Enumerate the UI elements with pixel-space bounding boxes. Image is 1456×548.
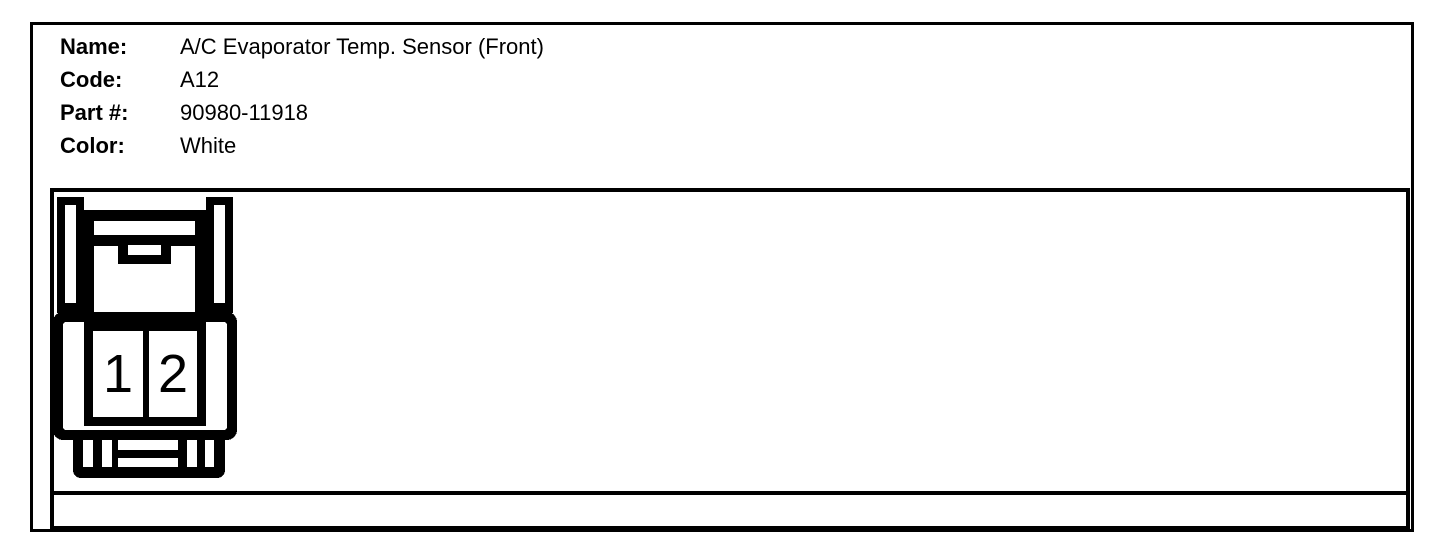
pin-2-cavity — [149, 331, 197, 417]
right-rail-slot — [214, 205, 225, 303]
color-label: Color: — [60, 132, 125, 158]
name-label: Name: — [60, 33, 128, 59]
left-rail-slot — [65, 205, 76, 303]
code-value: A12 — [180, 66, 220, 92]
connector-right-wall — [195, 210, 206, 316]
empty-footer-strip — [50, 495, 1410, 531]
connector-code-row: Code: A12 — [60, 63, 544, 96]
color-value: White — [180, 132, 237, 158]
name-value: A/C Evaporator Temp. Sensor (Front) — [180, 33, 544, 59]
part-number-value: 90980-11918 — [180, 99, 309, 125]
pin-1-cavity — [93, 331, 143, 417]
connector-name-row: Name: A/C Evaporator Temp. Sensor (Front… — [60, 30, 544, 63]
connector-part-number-row: Part #: 90980-11918 — [60, 96, 544, 129]
connector-base — [73, 430, 225, 478]
pin-2-number: 2 — [158, 344, 188, 404]
base-slot-4 — [205, 440, 214, 467]
base-slot-mid-low — [118, 458, 178, 467]
pin-1-number: 1 — [103, 344, 133, 404]
base-slot-3 — [187, 440, 197, 467]
connector-top-bar — [83, 210, 206, 221]
part-number-label: Part #: — [60, 99, 129, 125]
base-slot-2 — [102, 440, 112, 467]
connector-second-bar — [83, 235, 206, 246]
connector-info-block: Name: A/C Evaporator Temp. Sensor (Front… — [60, 30, 544, 162]
latch-notch-opening — [128, 245, 161, 255]
base-slot-mid-top — [118, 440, 178, 450]
connector-diagram-box — [50, 188, 1410, 495]
code-label: Code: — [60, 66, 123, 92]
base-slot-1 — [83, 440, 93, 467]
connector-color-row: Color: White — [60, 129, 544, 162]
connector-front-view-diagram: 1 2 — [53, 197, 237, 478]
connector-left-wall — [83, 210, 94, 316]
